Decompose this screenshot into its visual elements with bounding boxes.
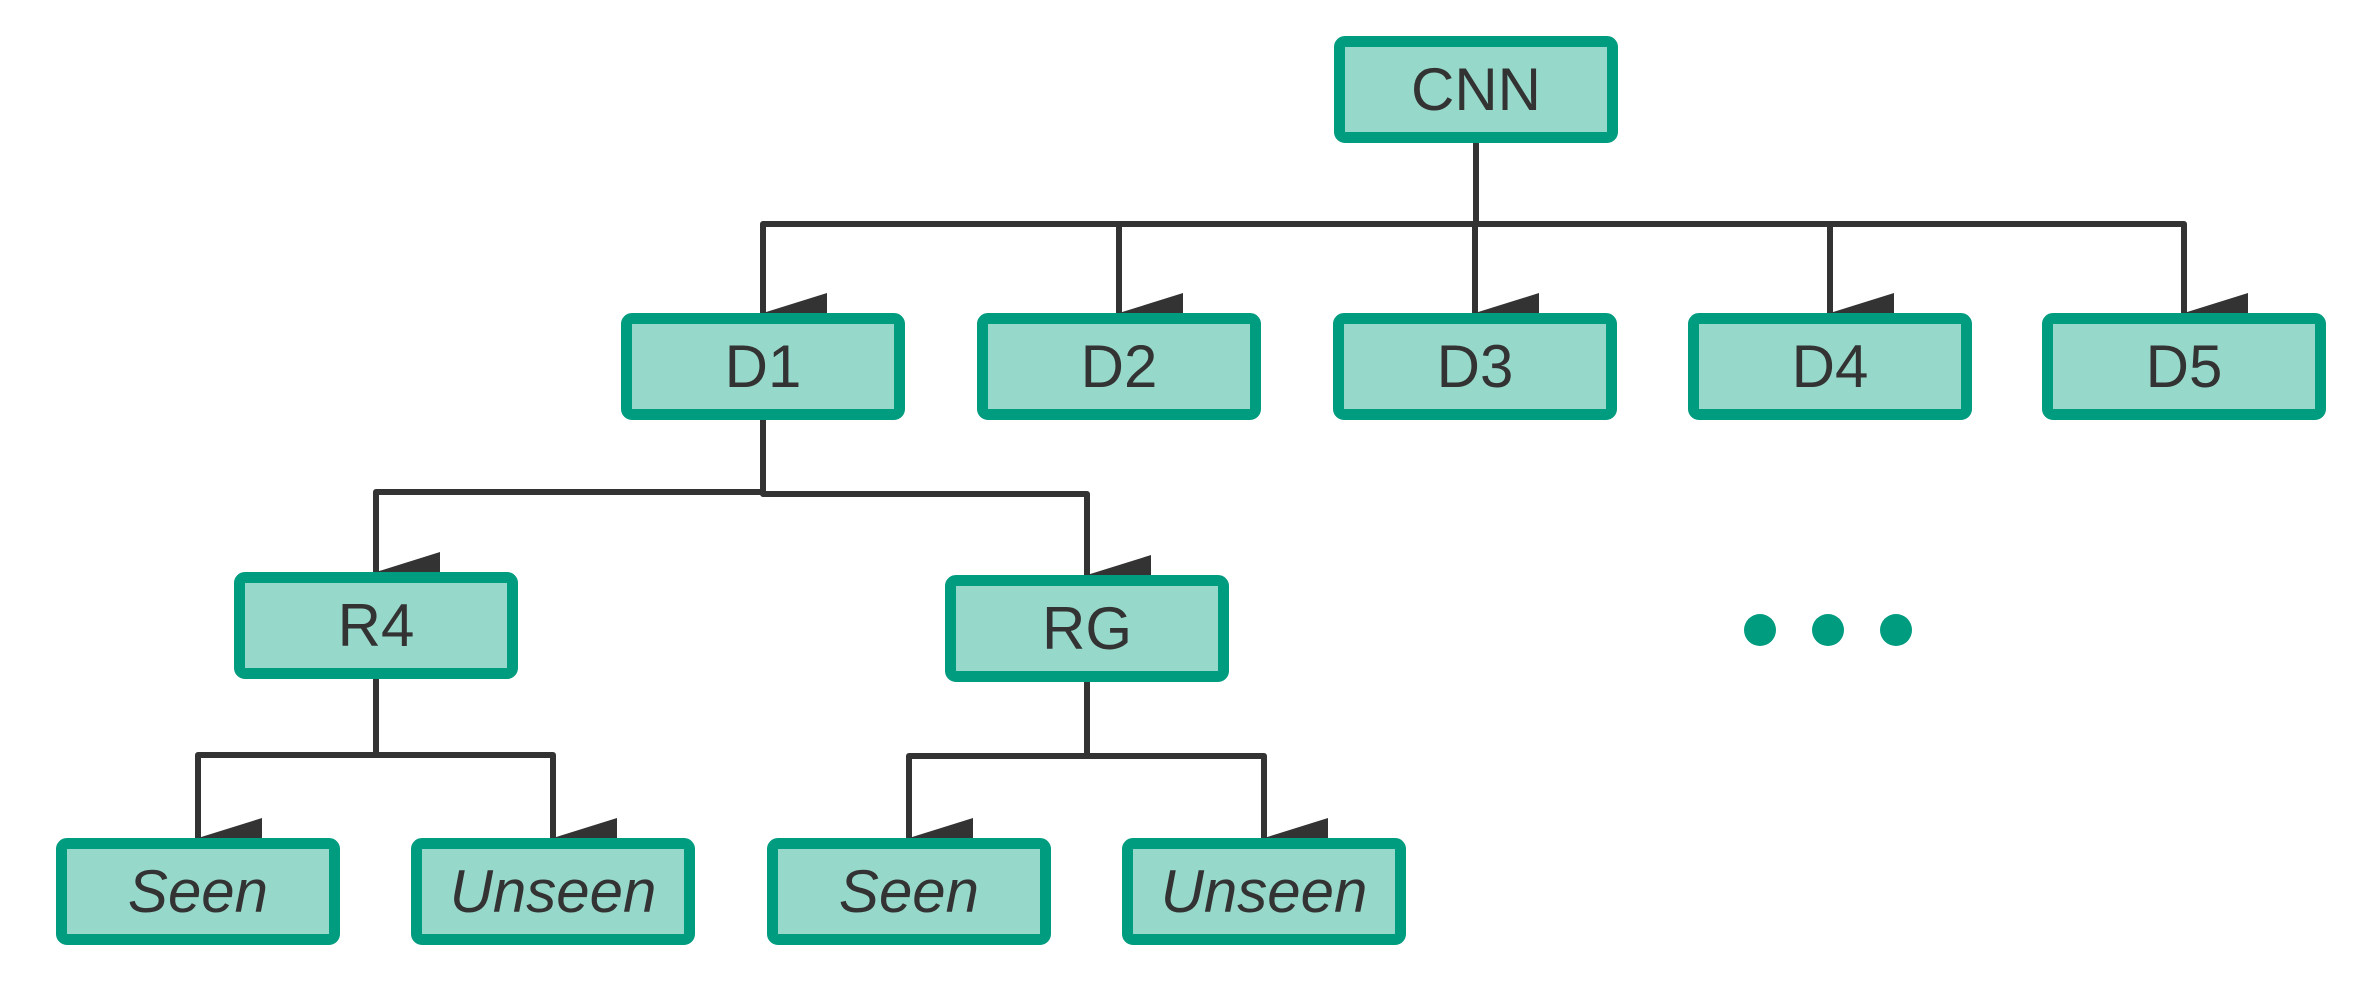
d3-node: D3 [1333, 313, 1617, 420]
cnn-node: CNN [1334, 36, 1618, 143]
edge-cnn-to-d4 [1473, 143, 1894, 333]
r4-seen-node: Seen [56, 838, 340, 945]
edge-r4-to-r4_seen [195, 679, 379, 858]
edge-cnn-to-d2 [1116, 143, 1479, 333]
edge-rg-to-rg_unseen [1084, 682, 1328, 858]
d1-node: D1 [621, 313, 905, 420]
edge-r4-to-r4_unseen [373, 679, 617, 858]
d5-node: D5 [2042, 313, 2326, 420]
ellipsis-dot [1812, 614, 1844, 646]
edge-d1-to-r4 [373, 420, 766, 592]
r4-node: R4 [234, 572, 518, 679]
ellipsis-dot [1880, 614, 1912, 646]
more-branches-ellipsis-icon [1744, 614, 1918, 650]
rg-node: RG [945, 575, 1229, 682]
r4-unseen-node: Unseen [411, 838, 695, 945]
edge-d1-to-rg [760, 420, 1151, 595]
rg-seen-node: Seen [767, 838, 1051, 945]
ellipsis-dot [1744, 614, 1776, 646]
rg-unseen-node: Unseen [1122, 838, 1406, 945]
edge-cnn-to-d5 [1473, 143, 2248, 333]
d2-node: D2 [977, 313, 1261, 420]
edge-rg-to-rg_seen [906, 682, 1090, 858]
d4-node: D4 [1688, 313, 1972, 420]
